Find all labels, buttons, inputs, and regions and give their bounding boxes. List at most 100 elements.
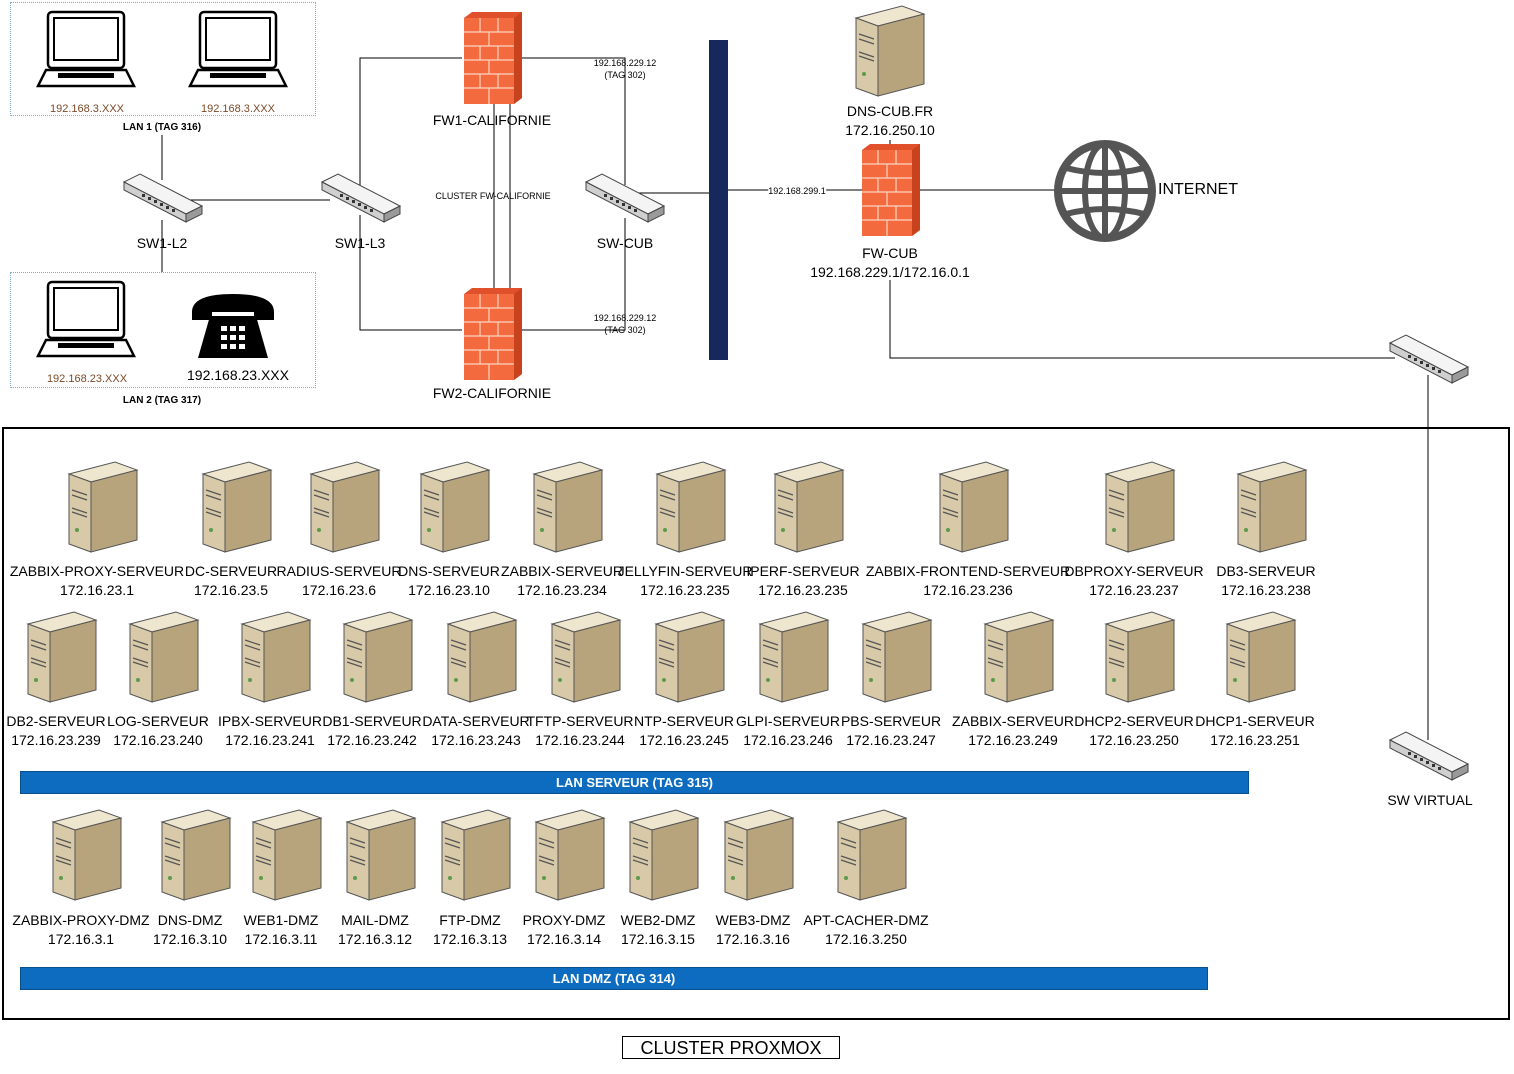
server-icon	[651, 460, 727, 554]
server-ip: 172.16.3.1	[47, 931, 115, 947]
server-name: NTP-SERVEUR	[633, 713, 735, 729]
sw-virtual-label: SW VIRTUAL	[1387, 792, 1473, 808]
server-icon	[197, 460, 273, 554]
sw1-l3-label: SW1-L3	[334, 235, 386, 251]
dns-server-icon	[854, 5, 926, 97]
server-name: PROXY-DMZ	[522, 912, 606, 928]
fw-cub-name: FW-CUB	[862, 245, 918, 261]
laptop-icon	[36, 280, 136, 358]
server-icon	[650, 610, 726, 704]
server-icon	[124, 610, 200, 704]
server-name: DATA-SERVEUR	[422, 713, 530, 729]
switch-icon	[1388, 334, 1470, 384]
server-icon	[528, 460, 604, 554]
server-ip: 172.16.23.6	[302, 582, 376, 598]
server-ip: 172.16.23.234	[517, 582, 607, 598]
server-icon	[442, 610, 518, 704]
server-name: MAIL-DMZ	[341, 912, 409, 928]
server-ip: 172.16.23.245	[639, 732, 729, 748]
server-label: MAIL-DMZ 172.16.3.12	[338, 911, 412, 949]
server-icon	[47, 808, 123, 902]
lan2-pc-ip: 192.168.23.XXX	[46, 373, 128, 385]
link-bottom-ip-text: 192.168.229.12	[593, 313, 657, 323]
server-icon	[530, 808, 606, 902]
lan2-zone	[10, 272, 316, 388]
server-label: DHCP2-SERVEUR 172.16.23.250	[1074, 712, 1194, 750]
cluster-proxmox-box	[2, 427, 1510, 1020]
server-icon	[247, 808, 323, 902]
server-icon	[832, 808, 908, 902]
server-ip: 172.16.23.10	[408, 582, 490, 598]
server-icon	[63, 460, 139, 554]
server-ip: 172.16.23.235	[758, 582, 848, 598]
switch-icon	[1388, 731, 1470, 781]
server-ip: 172.16.3.11	[244, 931, 318, 947]
server-icon	[22, 610, 98, 704]
dns-cub-label: DNS-CUB.FR 172.16.250.10	[845, 102, 935, 140]
server-name: DNS-SERVEUR	[398, 563, 500, 579]
sw1-l2-label: SW1-L2	[136, 235, 188, 251]
switch-icon	[320, 173, 402, 223]
lan1-pc2-ip: 192.168.3.XXX	[200, 103, 276, 115]
server-ip: 172.16.3.250	[825, 931, 907, 947]
server-name: DB3-SERVEUR	[1216, 563, 1316, 579]
cluster-proxmox-label: CLUSTER PROXMOX	[622, 1036, 840, 1059]
server-icon	[341, 808, 417, 902]
server-ip: 172.16.3.12	[338, 931, 412, 947]
server-ip: 172.16.23.237	[1089, 582, 1179, 598]
server-label: DBPROXY-SERVEUR 172.16.23.237	[1064, 562, 1203, 600]
firewall-icon	[862, 144, 920, 236]
server-name: DC-SERVEUR	[184, 563, 278, 579]
server-icon	[546, 610, 622, 704]
fw1-label: FW1-CALIFORNIE	[432, 112, 552, 128]
laptop-icon	[36, 10, 136, 88]
fw-cub-ip: 192.168.229.1/172.16.0.1	[810, 264, 970, 280]
server-icon	[1100, 610, 1176, 704]
server-icon	[156, 808, 232, 902]
server-icon	[436, 808, 512, 902]
server-name: FTP-DMZ	[439, 912, 501, 928]
telephone-icon	[192, 294, 274, 358]
server-name: DNS-DMZ	[157, 912, 223, 928]
server-ip: 172.16.23.250	[1089, 732, 1179, 748]
server-ip: 172.16.23.236	[923, 582, 1013, 598]
server-name: DBPROXY-SERVEUR	[1064, 563, 1204, 579]
server-icon	[719, 808, 795, 902]
server-ip: 172.16.23.5	[194, 582, 268, 598]
server-ip: 172.16.3.16	[716, 931, 790, 947]
server-name: IPERF-SERVEUR	[746, 563, 860, 579]
server-icon	[624, 808, 700, 902]
switch-icon	[122, 173, 204, 223]
link-top-ip: 192.168.229.12 (TAG 302)	[594, 57, 657, 81]
server-icon	[934, 460, 1010, 554]
server-icon	[769, 460, 845, 554]
server-name: ZABBIX-SERVEUR	[501, 563, 623, 579]
server-ip: 172.16.3.10	[153, 931, 227, 947]
server-ip: 172.16.3.13	[433, 931, 507, 947]
server-label: NTP-SERVEUR 172.16.23.245	[634, 712, 734, 750]
server-name: ZABBIX-SERVEUR	[952, 713, 1074, 729]
link-top-ip-text: 192.168.229.12	[593, 58, 657, 68]
server-ip: 172.16.23.239	[11, 732, 101, 748]
fw2-label: FW2-CALIFORNIE	[432, 385, 552, 401]
link-bottom-tag: (TAG 302)	[604, 325, 646, 335]
dns-cub-ip: 172.16.250.10	[845, 122, 935, 138]
server-name: DHCP2-SERVEUR	[1074, 713, 1194, 729]
server-icon	[979, 610, 1055, 704]
server-label: IPERF-SERVEUR 172.16.23.235	[746, 562, 859, 600]
server-ip: 172.16.23.243	[431, 732, 521, 748]
server-label: ZABBIX-SERVEUR 172.16.23.234	[501, 562, 623, 600]
server-label: DC-SERVEUR 172.16.23.5	[185, 562, 277, 600]
internet-label: INTERNET	[1158, 181, 1238, 198]
server-ip: 172.16.23.249	[968, 732, 1058, 748]
